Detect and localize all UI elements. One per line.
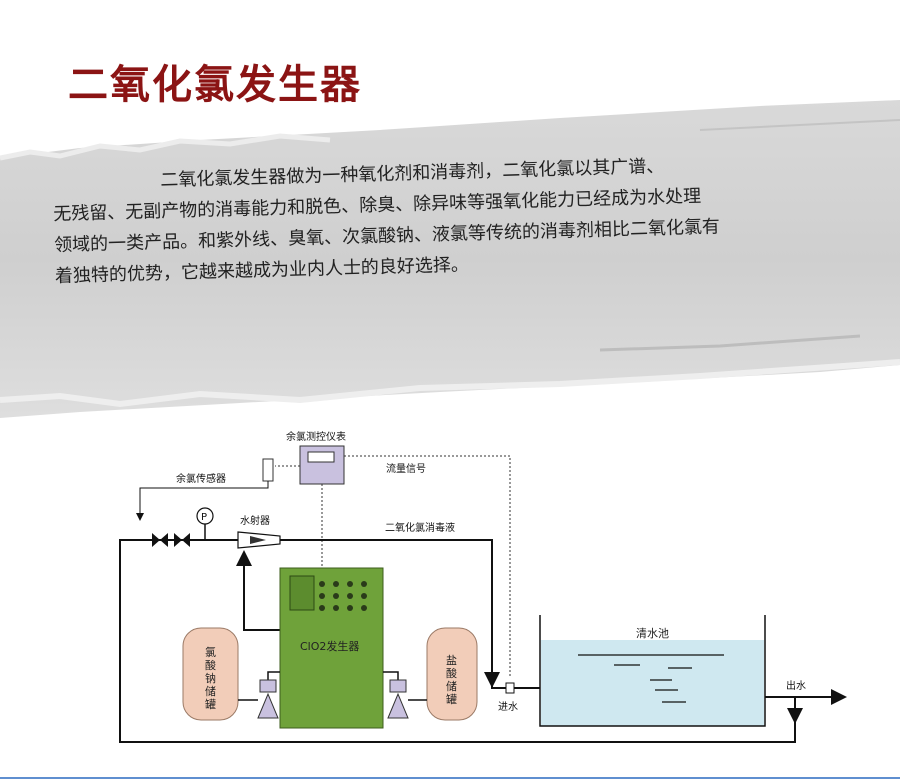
left-tank-label: 氯 酸 钠 储 罐 [205, 645, 220, 711]
sensor-wire [136, 481, 269, 521]
right-tank-label: 盐 酸 储 罐 [446, 654, 461, 706]
controller-display [307, 451, 335, 463]
pool-label: 清水池 [636, 627, 669, 640]
right-metering-pump-head [389, 679, 407, 693]
left-tank-char-1: 氯 [205, 645, 216, 659]
ejector-label: 水射器 [240, 515, 270, 527]
controller-label: 余氯测控仪表 [286, 430, 346, 443]
pressure-gauge-letter: P [201, 512, 207, 523]
sodium-chlorate-tank [182, 627, 239, 721]
left-tank-char-4: 储 [205, 684, 216, 698]
right-metering-pump-base [387, 692, 409, 719]
left-metering-pump-head [259, 679, 277, 693]
sensor-label: 余氯传感器 [176, 472, 226, 485]
right-tank-char-3: 储 [446, 679, 457, 693]
residual-chlorine-sensor [262, 458, 274, 482]
pressure-gauge [196, 507, 214, 525]
brush-stroke-background [0, 100, 900, 418]
valve-right [174, 533, 190, 547]
outlet-label: 出水 [786, 679, 806, 692]
bottom-divider [0, 777, 900, 779]
inlet-flow-meter [505, 682, 515, 694]
flow-signal-label: 流量信号 [386, 462, 426, 475]
right-tank-char-2: 酸 [446, 666, 457, 680]
right-tank-char-4: 罐 [446, 693, 457, 706]
inlet-label: 进水 [498, 701, 518, 713]
hydrochloric-acid-tank [426, 627, 478, 721]
left-pump-to-generator [267, 671, 280, 680]
left-tank-char-2: 酸 [205, 658, 216, 672]
generator-label: ClO2发生器 [300, 639, 359, 653]
generator-outlet-pipe [236, 550, 280, 631]
disinfectant-label: 二氧化氯消毒液 [385, 521, 455, 534]
clear-water-pool [539, 615, 766, 727]
right-pump-to-generator [383, 671, 399, 680]
left-tank-char-5: 罐 [205, 698, 216, 711]
disinfectant-pipe [280, 539, 540, 689]
generator-panel [289, 575, 315, 611]
right-tank-char-1: 盐 [446, 654, 457, 667]
valve-left [152, 533, 168, 547]
left-tank-char-3: 钠 [205, 671, 216, 685]
page-title: 二氧化氯发生器 [68, 62, 362, 108]
pool-water [541, 640, 764, 726]
flow-signal-line [344, 455, 511, 676]
left-metering-pump-base [257, 692, 279, 719]
